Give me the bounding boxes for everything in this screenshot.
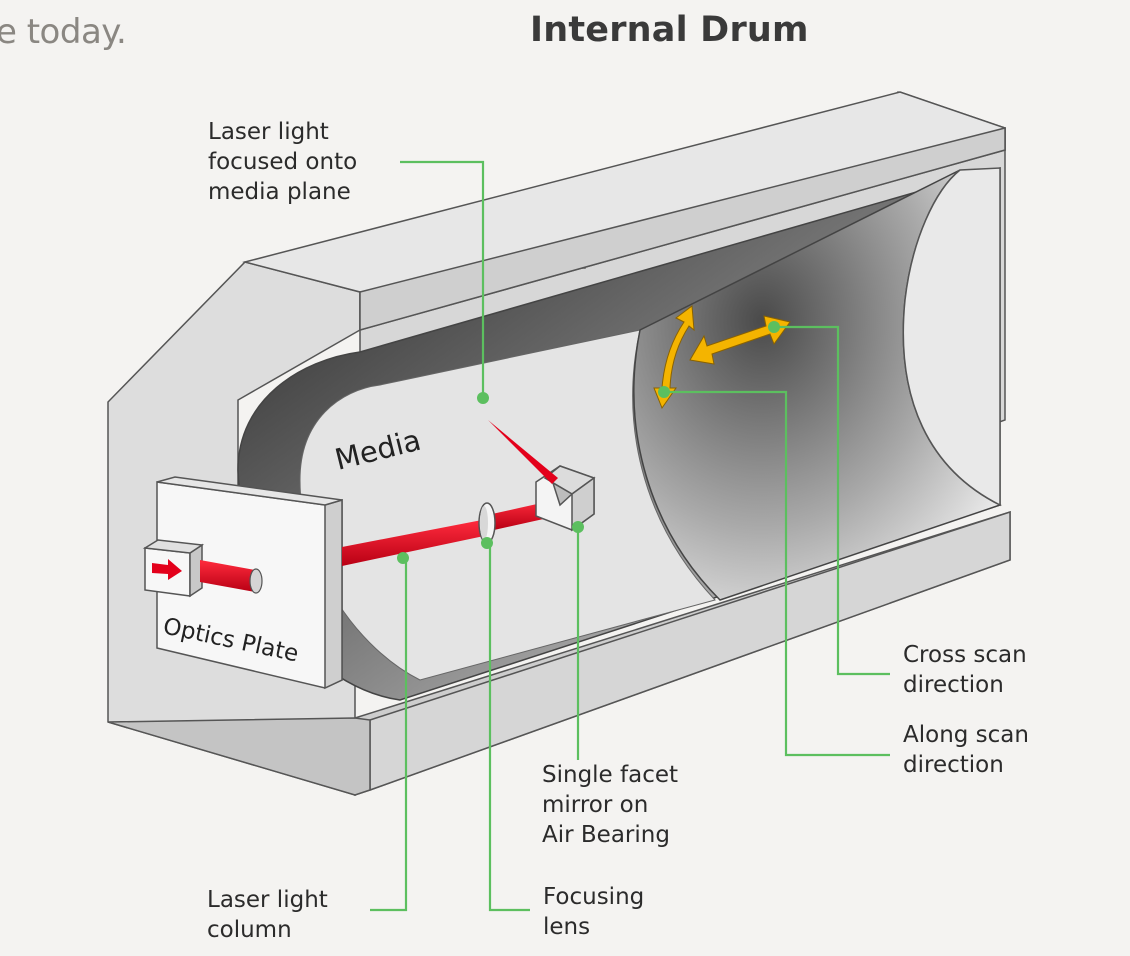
callout-along-scan: Along scan direction	[903, 722, 1029, 778]
reflected-laser-beam	[488, 420, 558, 484]
scan-direction-arrows	[653, 305, 791, 410]
callout-cross-scan: Cross scan direction	[903, 642, 1027, 698]
callout-laser-focused: Laser light focused onto media plane	[208, 119, 358, 205]
callout-anchor-dots	[397, 321, 780, 564]
callout-focusing-lens: Focusing lens	[543, 884, 645, 940]
diagram-title: Internal Drum	[530, 10, 809, 50]
page-text-fragment: e today.	[0, 12, 127, 52]
drum-interior	[237, 167, 1002, 701]
callout-mirror: Single facet mirror on Air Bearing	[542, 762, 679, 848]
laser-source-box	[142, 539, 205, 598]
callout-laser-column: Laser light column	[207, 887, 328, 943]
focusing-lens	[478, 502, 496, 544]
optics-plate	[156, 476, 343, 690]
laser-rod-inner	[200, 560, 263, 594]
